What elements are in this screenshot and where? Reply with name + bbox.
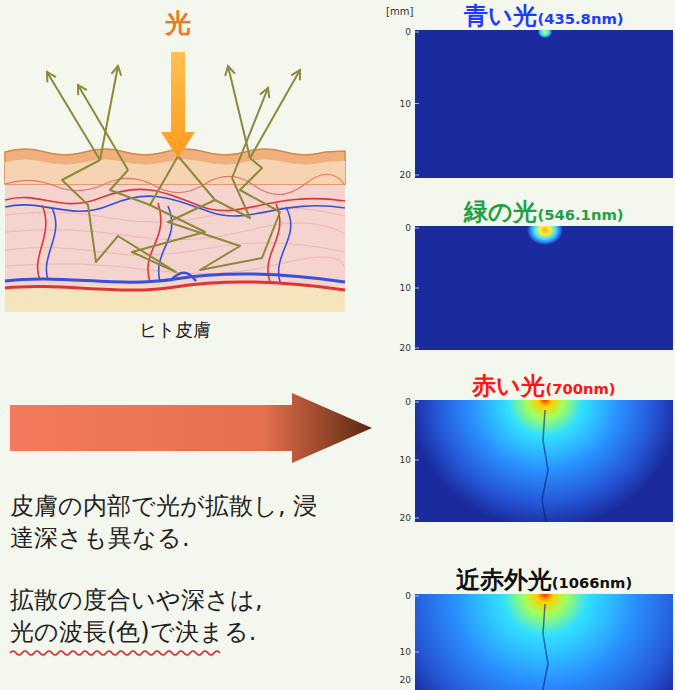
note-text: 皮膚の内部で光が拡散し, 浸達深さも異なる. [10,490,328,554]
heatmap-image [415,594,673,690]
basal-line [5,174,345,194]
result-arrow [10,393,372,463]
panel-title: 緑の光(546.1nm) [415,198,673,226]
axis-value: 20 [392,343,411,353]
scatter-streak [542,604,548,690]
axis-value: 20 [392,513,411,523]
light-spot [415,400,673,522]
axis-value: 20 [392,170,411,180]
axis-tick [415,652,419,653]
heatmap-image [415,400,673,522]
panel-title: 近赤外光(1066nm) [415,566,673,594]
light-name: 赤い光 [472,372,545,400]
axis-tick [415,32,419,33]
skin-label: ヒト皮膚 [115,318,235,342]
note-text: 拡散の度合いや深さは, 光の波長(色)で決まる. [10,584,278,648]
spectrum-panel: 近赤外光(1066nm) [415,566,673,690]
heatmap-image [415,226,673,350]
axis-tick [415,348,419,349]
heatmap [415,594,673,690]
axis-tick [415,103,419,104]
wavelength: (546.1nm) [537,206,623,223]
light-label: 光 [148,6,208,41]
heatmap [415,226,673,350]
spectrum-panel: 赤い光(700nm) [415,372,673,522]
axis-tick [415,175,419,176]
axis-value: 0 [392,591,411,601]
axis-value: 10 [392,99,411,109]
epidermis-layer [5,149,345,184]
wavelength: (435.8nm) [537,10,623,27]
panel-title: 青い光(435.8nm) [415,2,673,30]
heatmap [415,30,673,178]
axis-value: 0 [392,397,411,407]
axis-tick [415,228,419,229]
unit-label: [mm] [386,6,416,17]
axis-tick [415,460,419,461]
light-spot [415,594,673,690]
axis-value: 0 [392,223,411,233]
heatmap-image [415,30,673,178]
axis-tick [415,288,419,289]
axis-value: 10 [392,647,411,657]
light-arrow [161,52,195,158]
heatmap [415,400,673,522]
wavelength: (700nm) [545,380,615,397]
light-name: 近赤外光 [456,566,552,594]
axis-value: 10 [392,283,411,293]
axis-value: 20 [392,675,411,685]
axis-value: 10 [392,455,411,465]
panel-ground [415,30,673,178]
scatter-streak [542,410,548,522]
axis-tick [415,518,419,519]
panel-title: 赤い光(700nm) [415,372,673,400]
axis-value: 0 [392,27,411,37]
spectrum-panel: 青い光(435.8nm) [415,2,673,178]
light-name: 緑の光 [464,198,537,226]
axis-tick [415,596,419,597]
spectrum-panel: 緑の光(546.1nm) [415,198,673,350]
light-spot [538,30,552,38]
axis-tick [415,402,419,403]
wavy-underline [10,651,220,655]
light-name: 青い光 [464,2,537,30]
light-spot [527,226,563,245]
wavelength: (1066nm) [552,574,632,591]
